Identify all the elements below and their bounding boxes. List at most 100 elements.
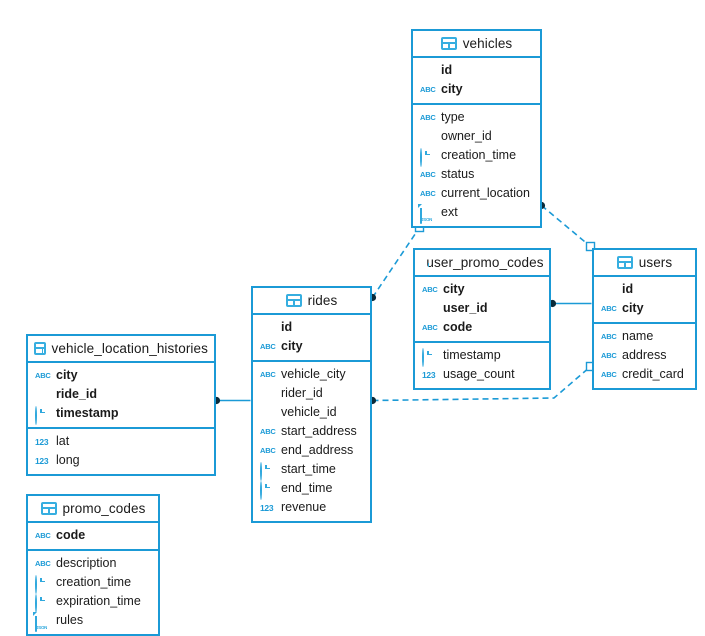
field-row[interactable]: timestamp bbox=[415, 346, 549, 367]
field-row[interactable]: start_time bbox=[253, 460, 370, 481]
field-name: status bbox=[441, 167, 475, 181]
field-name: revenue bbox=[281, 500, 327, 514]
string-type-icon: ABC bbox=[420, 84, 436, 94]
field-row[interactable]: ride_id bbox=[28, 385, 214, 404]
field-row[interactable]: id bbox=[413, 61, 540, 80]
json-type-icon: JSON bbox=[35, 612, 50, 632]
field-row[interactable]: user_id bbox=[415, 299, 549, 318]
string-type-icon: ABC bbox=[420, 188, 436, 198]
field-name: code bbox=[56, 528, 86, 542]
number-type-icon: 123 bbox=[35, 436, 49, 447]
table-header[interactable]: vehicles bbox=[413, 31, 540, 58]
field-row[interactable]: rider_id bbox=[253, 384, 370, 403]
field-name: address bbox=[622, 348, 667, 362]
string-type-icon: ABC bbox=[260, 369, 276, 379]
uuid-type-icon bbox=[35, 388, 50, 402]
field-row[interactable]: end_time bbox=[253, 479, 370, 500]
table-header[interactable]: promo_codes bbox=[28, 496, 158, 523]
uuid-type-icon bbox=[260, 321, 275, 335]
field-name: user_id bbox=[443, 301, 488, 315]
relationship-vehicle-location-histories-to-rides[interactable] bbox=[212, 396, 251, 405]
table-title: promo_codes bbox=[62, 501, 146, 516]
field-row[interactable]: expiration_time bbox=[28, 592, 158, 613]
timestamp-type-icon bbox=[35, 593, 50, 613]
table-icon bbox=[40, 502, 57, 515]
field-name: owner_id bbox=[441, 129, 492, 143]
field-name: type bbox=[441, 110, 465, 124]
field-row[interactable]: ABC code bbox=[28, 526, 158, 545]
table-header[interactable]: rides bbox=[253, 288, 370, 315]
table-header[interactable]: users bbox=[594, 250, 695, 277]
field-name: timestamp bbox=[56, 406, 119, 420]
table-header[interactable]: user_promo_codes bbox=[415, 250, 549, 277]
table-header[interactable]: vehicle_location_histories bbox=[28, 336, 214, 363]
field-row[interactable]: vehicle_id bbox=[253, 403, 370, 422]
field-name: start_time bbox=[281, 462, 336, 476]
uuid-type-icon bbox=[260, 406, 275, 420]
field-row[interactable]: owner_id bbox=[413, 127, 540, 146]
number-type-icon: 123 bbox=[260, 502, 274, 513]
table-icon bbox=[285, 294, 302, 307]
field-name: end_address bbox=[281, 443, 354, 457]
field-name: timestamp bbox=[443, 348, 501, 362]
field-row[interactable]: 123 revenue bbox=[253, 498, 370, 517]
string-type-icon: ABC bbox=[601, 331, 617, 341]
string-type-icon: ABC bbox=[35, 370, 51, 380]
field-row[interactable]: creation_time bbox=[413, 146, 540, 167]
relationship-vehicles-to-users[interactable] bbox=[537, 201, 596, 252]
field-name: city bbox=[443, 282, 465, 296]
timestamp-type-icon bbox=[260, 480, 275, 500]
relationship-user-promo-codes-to-users[interactable] bbox=[548, 299, 592, 308]
field-row[interactable]: timestamp bbox=[28, 404, 214, 425]
string-type-icon: ABC bbox=[35, 558, 51, 568]
number-type-icon: 123 bbox=[35, 455, 49, 466]
string-type-icon: ABC bbox=[260, 341, 276, 351]
field-name: credit_card bbox=[622, 367, 684, 381]
field-row[interactable]: creation_time bbox=[28, 573, 158, 594]
string-type-icon: ABC bbox=[422, 322, 438, 332]
string-type-icon: ABC bbox=[35, 530, 51, 540]
table-title: rides bbox=[307, 293, 338, 308]
string-type-icon: ABC bbox=[420, 112, 436, 122]
field-row[interactable]: ABC type bbox=[413, 108, 540, 127]
field-name: rider_id bbox=[281, 386, 323, 400]
timestamp-type-icon bbox=[260, 461, 275, 481]
field-row[interactable]: id bbox=[253, 318, 370, 337]
field-row[interactable]: id bbox=[594, 280, 695, 299]
